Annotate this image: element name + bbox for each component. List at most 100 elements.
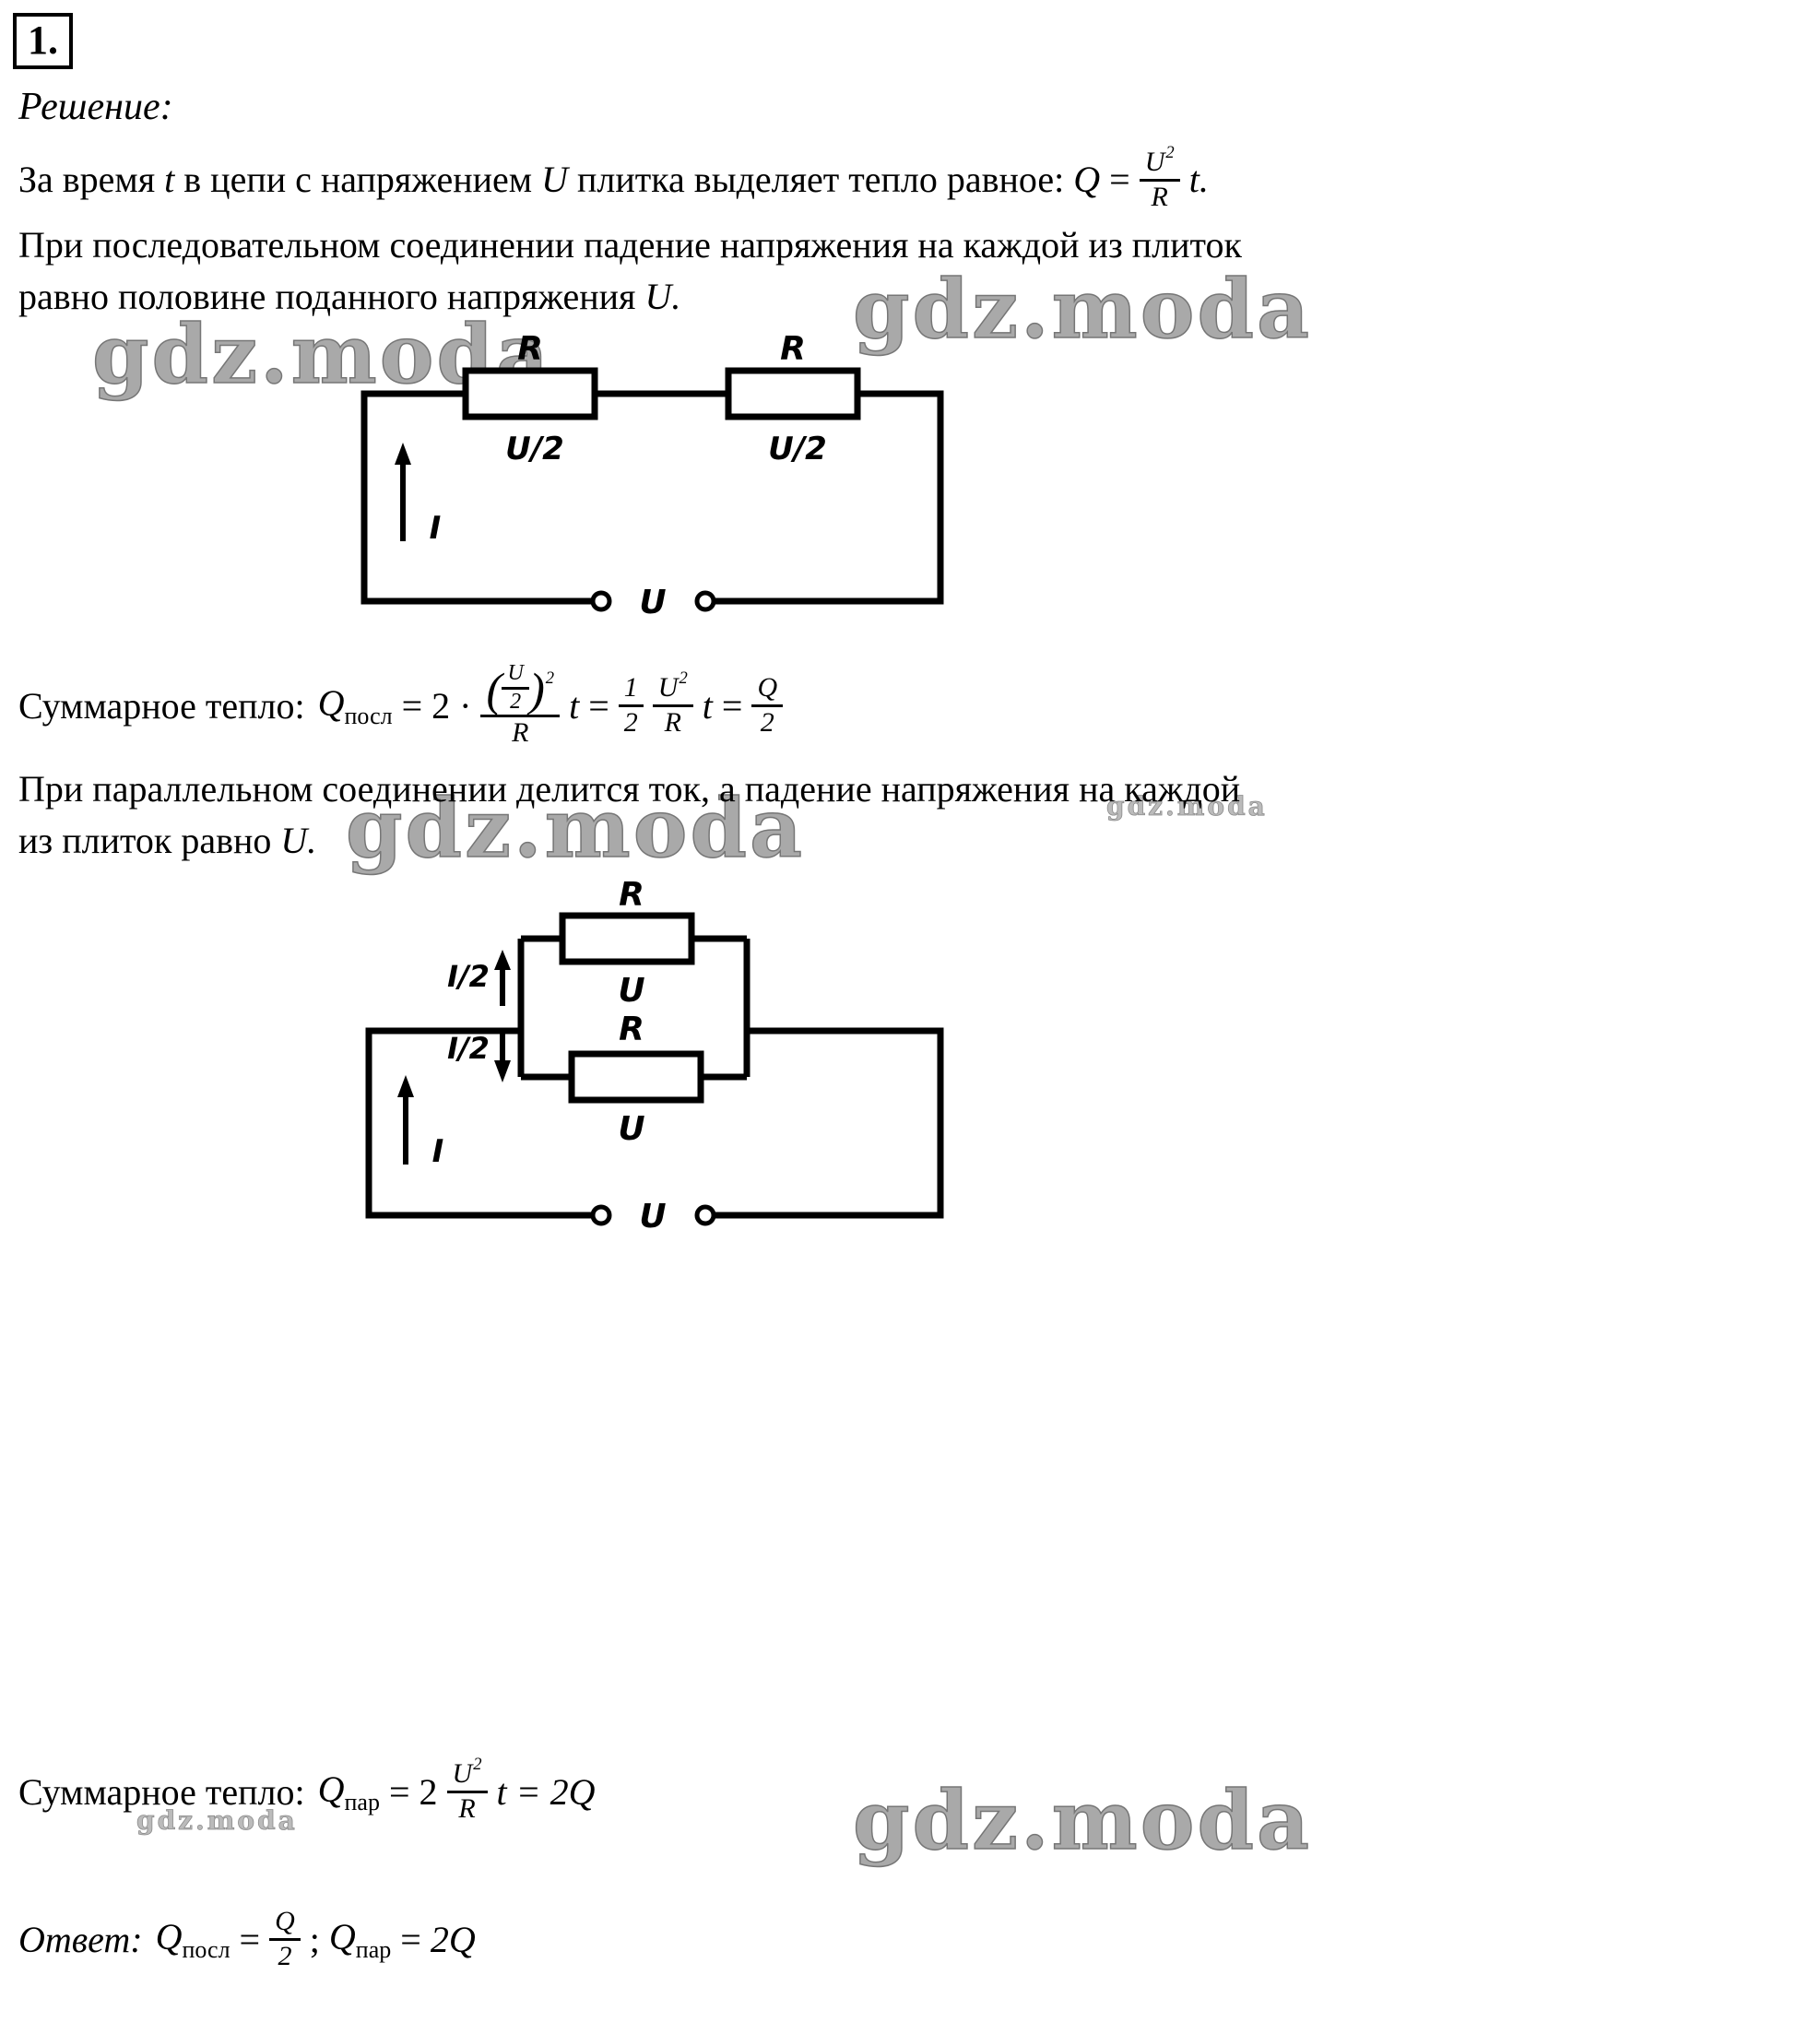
voltage-drop-2-label: U/2 <box>768 431 827 467</box>
voltage-bottom-label: U <box>618 1110 644 1148</box>
resistor-bottom-label: R <box>619 1011 644 1048</box>
resistor-1 <box>462 367 598 420</box>
series-text-line2: равно половине поданного напряжения <box>18 276 636 317</box>
branch-current-bottom-arrow-head <box>494 1060 511 1082</box>
fraction-u-over-2: U 2 <box>502 661 529 715</box>
intro-text-3: плитка выделяет тепло равное: <box>576 159 1065 200</box>
voltage-drop-1-label: U/2 <box>505 431 564 467</box>
parallel-paragraph: При параллельном соединении делится ток,… <box>18 763 1779 867</box>
current-arrow-head <box>397 1075 414 1097</box>
fraction-one-half: 1 2 <box>618 672 644 739</box>
var-u: U. <box>644 276 681 317</box>
source-voltage-label: U <box>639 584 666 621</box>
resistor-1-label: R <box>517 330 543 368</box>
series-heat-formula: Суммарное тепло: Qпосл = 2 · ( U 2 ) 2 R… <box>18 645 784 765</box>
time-var: t <box>702 684 713 727</box>
separator: ; <box>309 1918 320 1960</box>
terminal-left <box>590 1204 612 1226</box>
numerator: 1 <box>618 672 644 707</box>
q: Q <box>328 1915 356 1957</box>
current-label: I <box>432 1133 444 1170</box>
watermark-gdz-moda: gdz.moda <box>136 1805 298 1837</box>
voltage-top-label: U <box>618 972 644 1010</box>
exponent: 2 <box>679 668 688 689</box>
q-subscript: пар <box>355 1935 392 1963</box>
question-number: 1. <box>13 13 73 69</box>
fraction-q-over-2: Q 2 <box>269 1906 301 1972</box>
heat-label: Суммарное тепло: <box>18 684 305 727</box>
equals-sign: = <box>401 684 423 727</box>
numerator: U <box>1144 147 1165 177</box>
terminal-left <box>590 590 612 612</box>
var-u: U <box>541 159 568 200</box>
time-var: t <box>569 684 580 727</box>
denominator: R <box>458 1792 476 1824</box>
resistor-top <box>559 912 695 965</box>
q: Q <box>317 681 345 724</box>
q-subscript: пар <box>344 1788 380 1815</box>
resistor-bottom <box>568 1050 704 1104</box>
fraction-u-half-squared-over-r: ( U 2 ) 2 R <box>480 661 561 750</box>
watermark-gdz-moda: gdz.moda <box>1106 791 1268 822</box>
heat-label: Суммарное тепло: <box>18 1770 305 1813</box>
resistor-2 <box>725 367 861 420</box>
resistor-top-label: R <box>619 876 644 914</box>
fraction-q-over-2: Q 2 <box>751 672 784 739</box>
q-parallel-symbol: Qпар <box>318 1768 380 1816</box>
equals-sign: = <box>388 1770 410 1813</box>
var-u: U. <box>280 820 317 861</box>
formula-tail: t. <box>1188 159 1209 200</box>
parallel-text-line2: из плиток равно <box>18 820 272 861</box>
q-subscript: посл <box>182 1935 230 1963</box>
source-voltage-label: U <box>639 1198 666 1236</box>
intro-paragraph: За время t в цепи с напряжением U плитка… <box>18 138 1779 221</box>
denominator: 2 <box>623 706 638 738</box>
circuit-wire-right <box>715 1027 944 1219</box>
series-paragraph: При последовательном соединении падение … <box>18 219 1779 323</box>
series-text-line1: При последовательном соединении падение … <box>18 224 1242 266</box>
q-subscript: посл <box>344 702 393 729</box>
q-series-symbol: Qпосл <box>318 681 393 730</box>
branch-current-bottom-label: I/2 <box>447 1031 490 1066</box>
watermark-gdz-moda: gdz.moda <box>852 260 1313 358</box>
resistor-2-label: R <box>780 330 806 368</box>
equals-sign: = <box>1109 159 1130 200</box>
denominator: R <box>664 706 681 738</box>
terminal-right <box>694 590 716 612</box>
watermark-gdz-moda: gdz.moda <box>852 1771 1313 1869</box>
watermark-gdz-moda: gdz.moda <box>345 779 806 877</box>
exponent: 2 <box>1165 143 1175 163</box>
result: = 2Q <box>515 1770 596 1813</box>
coefficient: 2 · <box>431 684 472 727</box>
numerator: Q <box>751 672 784 707</box>
q-series-symbol: Qпосл <box>156 1915 230 1964</box>
numerator: U <box>657 672 679 703</box>
equals-sign: = <box>400 1918 421 1960</box>
answer-line: Ответ: Qпосл = Q 2 ; Qпар = 2Q <box>18 1888 476 1990</box>
numerator: Q <box>269 1906 301 1941</box>
denominator: R <box>512 717 529 749</box>
intro-text-2: в цепи с напряжением <box>183 159 533 200</box>
solution-label: Решение: <box>18 86 173 128</box>
result: 2Q <box>430 1918 476 1960</box>
circuit-wire <box>360 390 944 605</box>
q: Q <box>155 1915 183 1957</box>
equals-sign: = <box>721 684 743 727</box>
time-var: t <box>496 1770 507 1813</box>
branch-current-top-arrow-head <box>494 950 511 970</box>
var-t: t <box>164 159 175 200</box>
coefficient: 2 <box>419 1770 438 1813</box>
branch-current-top-label: I/2 <box>447 959 490 994</box>
denominator: R <box>1151 181 1168 212</box>
exponent: 2 <box>545 668 555 689</box>
terminal-right <box>694 1204 716 1226</box>
formula-lhs: Q <box>1073 159 1101 200</box>
denominator: 2 <box>510 689 522 714</box>
numerator: U <box>502 661 529 690</box>
denominator: 2 <box>278 1940 292 1971</box>
intro-text-1: За время <box>18 159 156 200</box>
